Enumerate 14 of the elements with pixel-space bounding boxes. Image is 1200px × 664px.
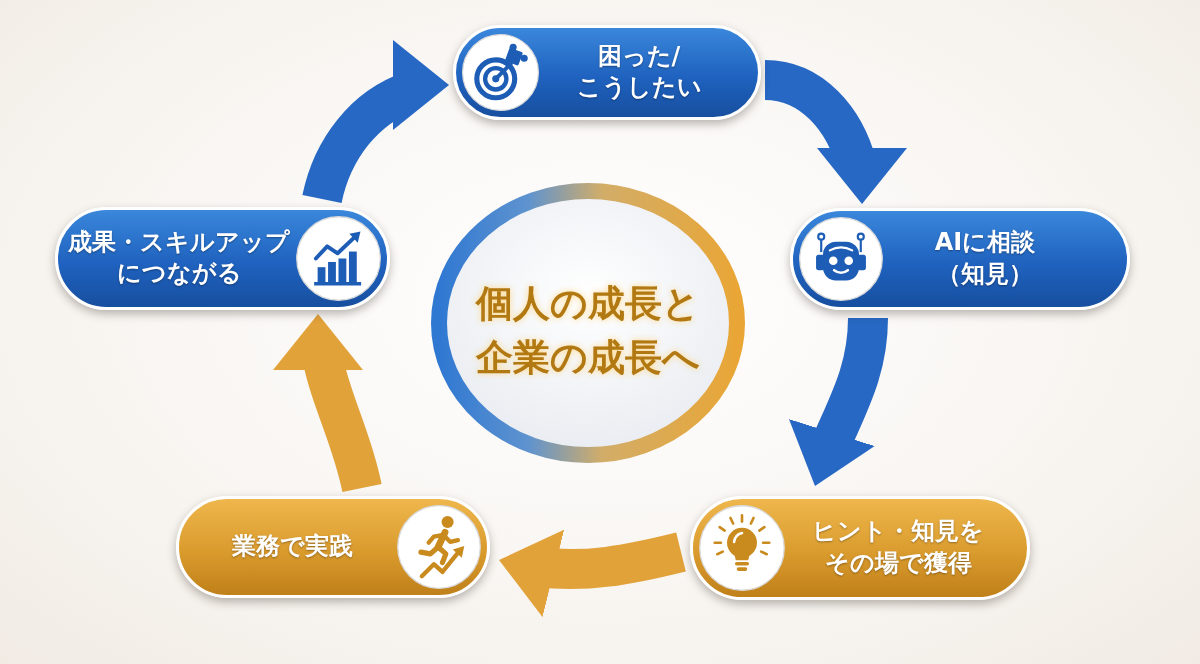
step-pill bbox=[690, 496, 1030, 600]
center-label: 個人の成長と企業の成長へ bbox=[474, 281, 701, 382]
step-label: ヒント・知見をその場で獲得 bbox=[811, 516, 985, 579]
step-label: 成果・スキルアップにつながる bbox=[67, 226, 291, 290]
step-label: 困った/こうしたい bbox=[575, 40, 703, 104]
step-pill bbox=[55, 207, 390, 310]
step-label: 業務で実践 bbox=[231, 531, 353, 563]
step-pill bbox=[453, 25, 761, 120]
cycle-arrow bbox=[302, 43, 451, 204]
cycle-arrow bbox=[275, 313, 382, 493]
center-circle bbox=[430, 182, 746, 464]
step-label: AIに相談（知見） bbox=[933, 227, 1037, 290]
step-pill bbox=[790, 208, 1130, 310]
step-pill bbox=[176, 496, 490, 598]
